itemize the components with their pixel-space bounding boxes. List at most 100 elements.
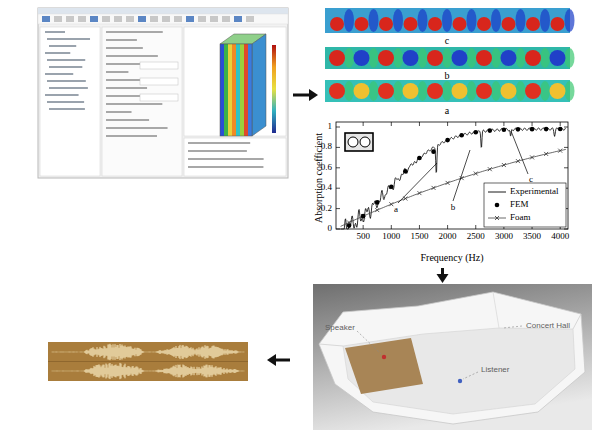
axis-tick-label: 2000	[439, 232, 457, 242]
graphic-part	[363, 122, 364, 126]
fem-point	[558, 127, 563, 132]
field-plots	[325, 8, 575, 102]
axis-tick-label: 500	[356, 232, 370, 242]
graphic-part	[66, 16, 74, 22]
graphic-part	[325, 47, 570, 69]
graphic-part	[525, 83, 541, 99]
graphic-part	[106, 119, 149, 121]
graphic-part	[329, 83, 345, 99]
graphic-part	[418, 9, 428, 32]
flow-arrow	[267, 354, 290, 366]
graphic-part	[418, 48, 428, 68]
graphic-part	[42, 16, 50, 22]
graphic-part	[558, 149, 562, 153]
graphic-part	[354, 50, 370, 66]
graphic-part	[452, 83, 468, 99]
graphic-part	[477, 17, 491, 31]
graphic-part	[330, 17, 344, 31]
graphic-part	[319, 344, 343, 346]
graphic-part	[391, 225, 392, 229]
graphic-part	[516, 159, 520, 163]
graphic-part	[38, 8, 288, 178]
axis-title: Absorption coefficient	[313, 133, 324, 223]
graphic-part	[511, 131, 528, 174]
graphic-part	[244, 44, 248, 136]
graphic-part	[224, 44, 228, 136]
graphic-part	[106, 103, 162, 105]
graphic-part	[491, 81, 501, 101]
fem-point	[403, 169, 408, 174]
graphic-part	[106, 55, 158, 57]
waveform-trace	[52, 344, 244, 379]
graphic-part	[45, 73, 73, 75]
graphic-part	[442, 9, 452, 32]
axis-title: Frequency (Hz)	[420, 252, 483, 263]
graphic-part	[398, 163, 437, 203]
graphic-part	[565, 48, 575, 68]
axis-tick-label: 1000	[382, 232, 400, 242]
fem-point	[445, 138, 450, 143]
graphic-part	[379, 17, 393, 31]
graphic-part	[442, 48, 452, 68]
graphic-part	[393, 9, 403, 32]
graphic-part	[427, 50, 443, 66]
graphic-part	[309, 89, 318, 101]
graphic-part	[140, 94, 178, 101]
graphic-part	[564, 167, 568, 168]
fem-point	[488, 128, 493, 133]
graphic-part	[325, 8, 570, 33]
graphic-part	[186, 16, 194, 22]
graphic-part	[252, 34, 266, 136]
graphic-part	[453, 17, 467, 31]
graphic-part	[272, 45, 276, 133]
graphic-part	[404, 17, 418, 31]
mode-callout: c	[529, 175, 533, 185]
graphic-part	[354, 83, 370, 99]
axis-tick-label: 3000	[495, 232, 513, 242]
graphic-part	[345, 338, 423, 394]
concert-hall-panel: Concert HallSpeakerListener	[313, 284, 592, 430]
graphic-part	[106, 47, 143, 49]
graphic-part	[220, 44, 224, 136]
graphic-part	[488, 167, 492, 171]
speaker-dot	[382, 355, 386, 359]
graphic-part	[369, 9, 379, 32]
fem-point	[530, 127, 535, 132]
graphic-part	[313, 284, 592, 430]
graphic-part	[329, 50, 345, 66]
flow-arrow	[293, 89, 318, 101]
graphic-part	[432, 186, 436, 190]
graphic-part	[246, 16, 254, 22]
chart-panel: Absorption coefficientFrequency (Hz)	[310, 118, 572, 266]
graphic-part	[418, 81, 428, 101]
graphic-part	[102, 16, 110, 22]
graphic-part	[530, 155, 534, 159]
fem-point	[516, 127, 521, 132]
plot-letter: c	[445, 35, 449, 46]
graphic-part	[293, 94, 311, 97]
graphic-part	[48, 342, 248, 381]
graphic-part	[488, 192, 506, 193]
graphic-part	[106, 127, 168, 129]
graphic-part	[348, 137, 358, 147]
graphic-part	[174, 16, 182, 22]
graphic-part	[49, 87, 88, 89]
fem-point	[502, 127, 507, 132]
graphic-part	[503, 122, 504, 126]
graphic-part	[49, 66, 82, 68]
graphic-part	[360, 137, 370, 147]
flow-arrow	[437, 268, 449, 283]
mode-callout: b	[451, 203, 456, 213]
graphic-part	[544, 152, 548, 156]
graphic-part	[49, 108, 85, 110]
graphic-part	[325, 80, 570, 102]
graphic-part	[502, 17, 516, 31]
graphic-part	[474, 172, 478, 176]
leader-line	[357, 331, 381, 354]
graphic-part	[45, 31, 65, 33]
graphic-part	[540, 81, 550, 101]
graphic-part	[389, 202, 393, 206]
graphic-part	[336, 229, 340, 230]
listener-dot	[458, 379, 462, 383]
graphic-part	[550, 50, 566, 66]
